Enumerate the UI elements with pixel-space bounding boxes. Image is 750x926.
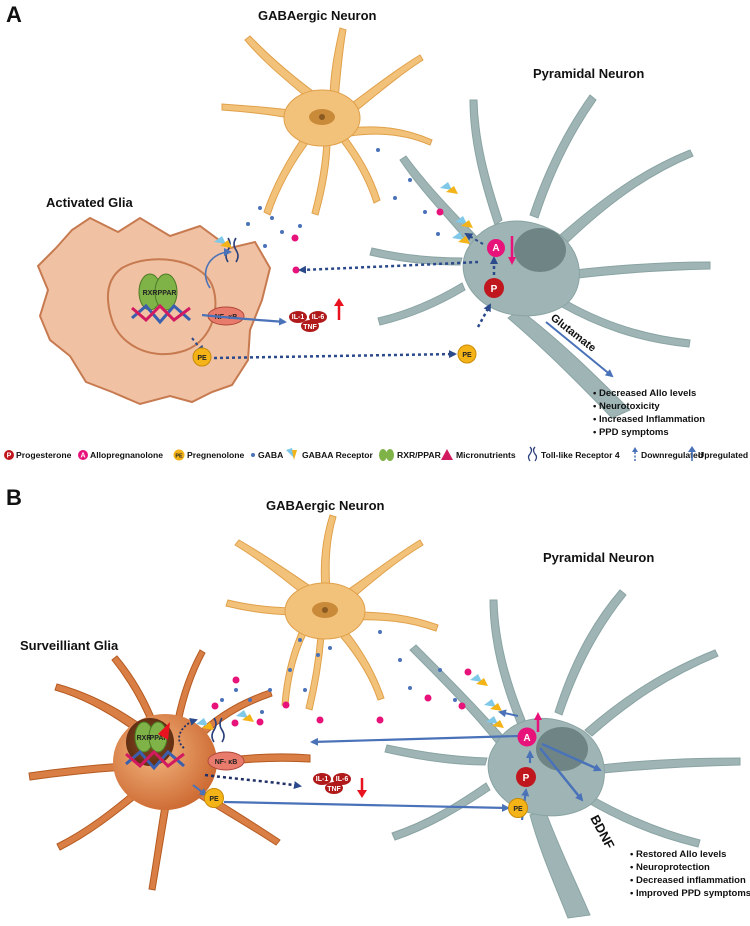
- svg-text:A: A: [80, 453, 85, 460]
- ppar-label-b: PPAR: [150, 735, 169, 742]
- legend-upregulated: Upregulated: [698, 450, 748, 460]
- legend-downregulated: Downregulated: [641, 450, 703, 460]
- panel-a-gaba-neuron: [221, 27, 433, 216]
- gaba-legend-icon: [251, 453, 255, 457]
- legend-micronutrients: Micronutrients: [456, 450, 516, 460]
- pe-badge-a2: PE: [462, 352, 472, 359]
- rxr-ppar-legend-icon: [379, 449, 387, 461]
- outcome-a-4: • PPD symptoms: [593, 427, 669, 438]
- outcome-b-1: • Restored Allo levels: [630, 849, 726, 860]
- allo-badge-a: A: [492, 243, 499, 254]
- legend-rxr-ppar: RXR/PPAR: [397, 450, 442, 460]
- legend-allopregnanolone: Allopregnanolone: [90, 450, 163, 460]
- allopregnanolone-dots-b: [211, 668, 472, 727]
- cytokine-b-2: IL-6: [336, 776, 349, 783]
- outcome-a-3: • Increased Inflammation: [593, 414, 705, 425]
- molecules-a: A P PE PE IL-1 IL-6 TNF: [192, 239, 505, 367]
- rxr-label-b: RXR: [137, 735, 152, 742]
- legend-gaba: GABA: [258, 450, 283, 460]
- svg-text:PE: PE: [175, 454, 183, 460]
- panel-b-pyramidal-title: Pyramidal Neuron: [543, 550, 654, 565]
- rxr-label-a: RXR: [143, 290, 158, 297]
- gaba-a-receptor-icon: [214, 182, 473, 248]
- legend-pregnenolone: Pregnenolone: [187, 450, 245, 460]
- allo-badge-b: A: [523, 733, 530, 744]
- legend-progesterone: Progesterone: [16, 450, 72, 460]
- panel-a-pyramidal-title: Pyramidal Neuron: [533, 66, 644, 81]
- pe-badge-a1: PE: [197, 355, 207, 362]
- legend: P Progesterone A Allopregnanolone PE Pre…: [4, 446, 748, 462]
- cytokine-a-1: IL-1: [292, 314, 305, 321]
- nfkb-label-b: NF- κB: [215, 759, 238, 766]
- panel-b-glia-title: Surveilliant Glia: [20, 638, 119, 653]
- outcome-a-1: • Decreased Allo levels: [593, 388, 696, 399]
- outcomes-b: • Restored Allo levels • Neuroprotection…: [630, 849, 750, 899]
- panel-a-letter: A: [6, 2, 22, 27]
- gaba-dots-b: [220, 630, 457, 714]
- svg-text:P: P: [7, 453, 12, 460]
- bdnf-label: BDNF: [587, 812, 617, 851]
- outcome-b-3: • Decreased inflammation: [630, 875, 746, 886]
- tlr4-icon-b: [211, 717, 225, 743]
- panel-b-gaba-neuron-title: GABAergic Neuron: [266, 498, 385, 513]
- pe-badge-b1: PE: [209, 796, 219, 803]
- legend-gabaa-receptor: GABAA Receptor: [302, 450, 373, 460]
- panel-a-glia-title: Activated Glia: [46, 195, 133, 210]
- micronutrient-legend-icon: [441, 449, 453, 460]
- ppar-label-a: PPAR: [158, 290, 177, 297]
- allopregnanolone-dots-a: [291, 208, 444, 274]
- cytokine-b-3: TNF: [327, 786, 341, 793]
- cytokine-a-2: IL-6: [312, 314, 325, 321]
- gaba-a-receptor-legend-icon: [286, 448, 294, 458]
- panel-b-gaba-neuron: [225, 514, 439, 711]
- arrows-a: [191, 232, 614, 378]
- prog-badge-a: P: [491, 284, 498, 295]
- panel-b-letter: B: [6, 485, 22, 510]
- cytokine-a-3: TNF: [303, 324, 317, 331]
- panel-b-glia: RXR PPAR NF- κB: [28, 649, 311, 891]
- gaba-a-receptor-icon-b: [196, 674, 504, 730]
- gaba-dots-a: [246, 148, 440, 248]
- pe-badge-b2: PE: [513, 806, 523, 813]
- panel-a-pyramidal-neuron: [369, 94, 711, 419]
- cytokine-b-1: IL-1: [316, 776, 329, 783]
- panel-a-gaba-neuron-title: GABAergic Neuron: [258, 8, 377, 23]
- outcome-a-2: • Neurotoxicity: [593, 401, 660, 412]
- molecules-b: A P PE PE IL-1 IL-6 TNF: [204, 727, 537, 818]
- outcome-b-4: • Improved PPD symptoms: [630, 888, 750, 899]
- prog-badge-b: P: [523, 773, 530, 784]
- panel-a: A GABAergic Neuron Pyramidal Neuron Acti…: [6, 2, 711, 438]
- legend-tlr4: Toll-like Receptor 4: [541, 450, 620, 460]
- outcome-b-2: • Neuroprotection: [630, 862, 710, 873]
- outcomes-a: • Decreased Allo levels • Neurotoxicity …: [593, 388, 705, 438]
- tlr4-legend-icon: [527, 446, 538, 462]
- panel-a-glia: RXR PPAR NF- κB: [36, 216, 272, 406]
- panel-b: B GABAergic Neuron Pyramidal Neuron Surv…: [6, 485, 750, 919]
